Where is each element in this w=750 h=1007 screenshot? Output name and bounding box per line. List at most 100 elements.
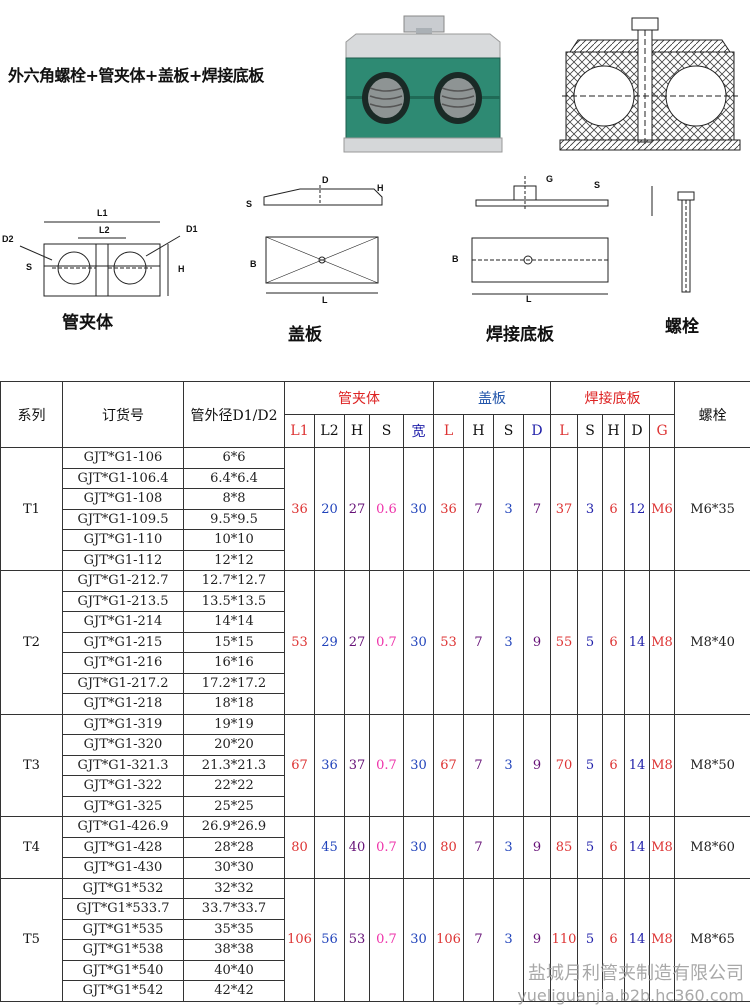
order-no-cell: GJT*G1-217.2 — [62, 672, 184, 694]
watermark-company: 盐城月利管夹制造有限公司 — [528, 963, 744, 984]
diameter-cell: 40*40 — [183, 959, 285, 981]
cover-value-cell: 9 — [523, 713, 552, 817]
diameter-cell: 30*30 — [183, 857, 285, 879]
order-no-cell: GJT*G1-106 — [62, 447, 184, 469]
order-no-cell: GJT*G1*542 — [62, 980, 184, 1002]
order-no-cell: GJT*G1-108 — [62, 488, 184, 510]
header-col-h: H — [344, 414, 370, 448]
cover-plate-drawing: D H S B L — [246, 175, 384, 305]
clamp-value-cell: 27 — [344, 447, 370, 571]
base-value-cell: 14 — [624, 570, 651, 715]
clamp-body-drawing: L1 L2 D1 D2 H S — [2, 208, 198, 297]
base-value-cell: 37 — [550, 447, 579, 571]
base-value-cell: 5 — [577, 816, 604, 879]
cover-value-cell: 7 — [463, 570, 495, 715]
base-value-cell: 70 — [550, 713, 579, 817]
order-no-cell: GJT*G1-321.3 — [62, 754, 184, 776]
header-bolt: 螺栓 — [674, 381, 750, 448]
dim-label-s3: S — [594, 180, 600, 190]
header-col-base-h: H — [602, 414, 626, 448]
cover-value-cell: 3 — [493, 877, 525, 1002]
base-value-cell: 14 — [624, 713, 651, 817]
order-no-cell: GJT*G1-109.5 — [62, 508, 184, 530]
diameter-cell: 16*16 — [183, 652, 285, 674]
order-no-cell: GJT*G1-110 — [62, 529, 184, 551]
diameter-cell: 32*32 — [183, 877, 285, 899]
base-value-cell: 14 — [624, 816, 651, 879]
clamp-value-cell: 30 — [402, 816, 435, 879]
clamp-value-cell: 20 — [314, 447, 345, 571]
clamp-value-cell: 27 — [344, 570, 370, 715]
clamp-value-cell: 36 — [314, 713, 345, 817]
base-value-cell: 55 — [550, 570, 579, 715]
diameter-cell: 12*12 — [183, 549, 285, 571]
base-value-cell: 6 — [602, 816, 626, 879]
base-value-cell: M8 — [649, 877, 676, 1002]
header-order-no: 订货号 — [62, 381, 184, 448]
clamp-value-cell: 56 — [314, 877, 345, 1002]
dim-label-g: G — [546, 174, 553, 184]
clamp-value-cell: 67 — [284, 713, 315, 817]
order-no-cell: GJT*G1-215 — [62, 631, 184, 653]
dim-label-l1: L1 — [97, 208, 108, 218]
header-col-cover-d: D — [523, 414, 552, 448]
bolt-cell: M6*35 — [674, 447, 750, 571]
cover-value-cell: 7 — [463, 713, 495, 817]
bolt-cell: M8*40 — [674, 570, 750, 715]
order-no-cell: GJT*G1-320 — [62, 734, 184, 756]
clamp-value-cell: 0.6 — [369, 447, 404, 571]
cover-value-cell: 9 — [523, 816, 552, 879]
header-diameter: 管外径D1/D2 — [183, 381, 285, 448]
clamp-value-cell: 53 — [284, 570, 315, 715]
diameter-cell: 19*19 — [183, 713, 285, 735]
product-photo — [343, 15, 503, 153]
clamp-value-cell: 0.7 — [369, 816, 404, 879]
diameter-cell: 14*14 — [183, 611, 285, 633]
base-value-cell: M8 — [649, 570, 676, 715]
watermark-url: yueliguanjia.b2b.hc360.com — [517, 986, 744, 1005]
diameter-cell: 35*35 — [183, 918, 285, 940]
diameter-cell: 26.9*26.9 — [183, 816, 285, 838]
clamp-value-cell: 45 — [314, 816, 345, 879]
order-no-cell: GJT*G1-213.5 — [62, 590, 184, 612]
order-no-cell: GJT*G1-430 — [62, 857, 184, 879]
diameter-cell: 17.2*17.2 — [183, 672, 285, 694]
dim-label-h2: H — [377, 183, 384, 193]
order-no-cell: GJT*G1*532 — [62, 877, 184, 899]
order-no-cell: GJT*G1-322 — [62, 775, 184, 797]
cover-value-cell: 36 — [433, 447, 465, 571]
weld-plate-drawing: G S B L — [452, 174, 609, 304]
base-value-cell: 5 — [577, 877, 604, 1002]
header-col-s: S — [369, 414, 404, 448]
base-value-cell: M6 — [649, 447, 676, 571]
bolt-cell: M8*50 — [674, 713, 750, 817]
bolt-drawing — [651, 186, 695, 293]
order-no-cell: GJT*G1-212.7 — [62, 570, 184, 592]
cover-value-cell: 7 — [463, 877, 495, 1002]
clamp-value-cell: 30 — [402, 447, 435, 571]
header-group-cover: 盖板 — [433, 381, 552, 415]
base-value-cell: 12 — [624, 447, 651, 571]
clamp-value-cell: 29 — [314, 570, 345, 715]
diameter-cell: 22*22 — [183, 775, 285, 797]
diameter-cell: 9.5*9.5 — [183, 508, 285, 530]
diameter-cell: 33.7*33.7 — [183, 898, 285, 920]
dim-label-l2: L2 — [99, 225, 110, 235]
order-no-cell: GJT*G1*535 — [62, 918, 184, 940]
cover-value-cell: 80 — [433, 816, 465, 879]
header-col-l1: L1 — [284, 414, 315, 448]
diameter-cell: 42*42 — [183, 980, 285, 1002]
bolt-cell: M8*65 — [674, 877, 750, 1002]
cover-value-cell: 3 — [493, 570, 525, 715]
series-cell: T3 — [0, 713, 63, 817]
header-col-cover-h: H — [463, 414, 495, 448]
cover-value-cell: 3 — [493, 447, 525, 571]
